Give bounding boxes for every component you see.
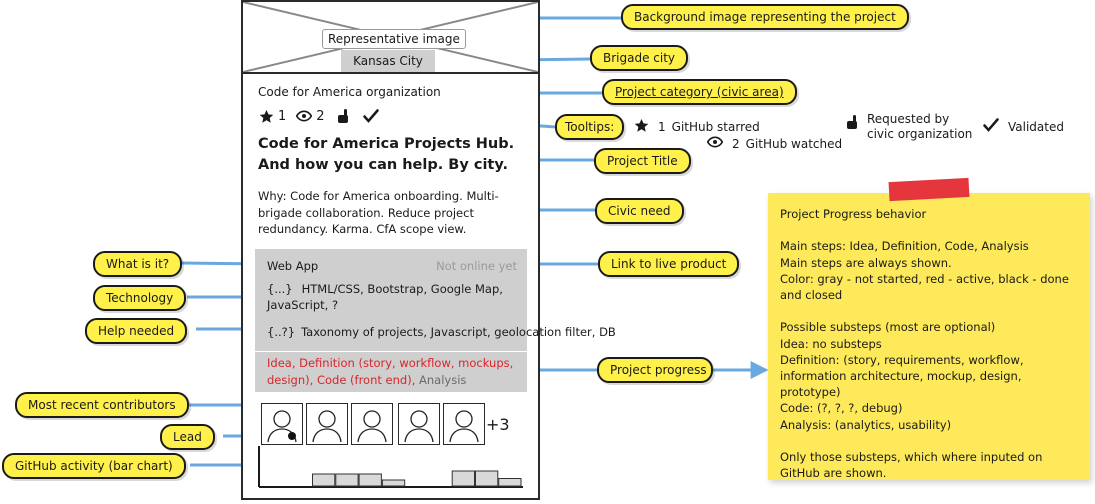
legend-validated: Validated [983, 118, 1064, 135]
avatar[interactable] [261, 403, 303, 445]
legend-watch-label: GitHub watched [745, 136, 843, 151]
activity-bar [498, 478, 522, 487]
lead-marker [288, 432, 296, 440]
callout-project-category: Project category (civic area) [602, 79, 797, 105]
avatar[interactable] [306, 403, 348, 445]
callout-live-link: Link to live product [598, 251, 740, 277]
avatar[interactable] [351, 403, 393, 445]
callout-github-activity: GitHub activity (bar chart) [2, 453, 186, 479]
project-progress[interactable]: Idea, Definition (story, workflow, mocku… [255, 352, 527, 392]
validated-check-icon[interactable] [362, 107, 379, 125]
note-substeps-code: Code: (?, ?, ?, debug) [780, 401, 903, 416]
watcher-count: 2 [316, 108, 325, 124]
avatar[interactable] [398, 403, 440, 445]
project-category[interactable]: Code for America organization [258, 85, 441, 99]
star-icon [634, 118, 649, 136]
note-footer: Only those substeps, which where inputed… [780, 450, 1043, 481]
note-substeps: Possible substeps (most are optional) [780, 320, 996, 335]
activity-bar [335, 473, 359, 487]
note-substeps-idea: Idea: no substeps [780, 336, 882, 351]
legend-starred: 1 GitHub starred [634, 118, 760, 136]
requested-hand-icon[interactable] [335, 107, 351, 125]
callout-technology: Technology [93, 285, 187, 311]
github-activity-chart [258, 446, 523, 488]
project-type: Web App [267, 259, 319, 273]
activity-bar [312, 473, 336, 487]
legend-requested: Requested by civic organization [845, 112, 972, 142]
help-tag: {..?} [267, 325, 296, 339]
technology-text: HTML/CSS, Bootstrap, Google Map, JavaScr… [267, 282, 503, 312]
note-heading: Project Progress behavior [780, 207, 927, 221]
more-contributors[interactable]: +3 [486, 415, 510, 434]
requested-hand-icon [845, 114, 859, 133]
note-substeps-analysis: Analysis: (analytics, usability) [780, 417, 952, 432]
star-icon[interactable] [258, 107, 274, 125]
star-count: 1 [278, 108, 287, 124]
legend-requested-line1: Requested by [867, 112, 950, 126]
callout-project-title: Project Title [594, 148, 691, 174]
progress-pending-steps: Analysis [419, 372, 467, 387]
note-main-steps: Main steps: Idea, Definition, Code, Anal… [780, 239, 1029, 254]
callout-lead: Lead [160, 424, 215, 450]
live-product-link[interactable]: Not online yet [436, 259, 517, 273]
legend-requested-line2: civic organization [867, 127, 973, 141]
note-main-color: Color: gray - not started, red - active,… [780, 271, 1069, 302]
technology-tag: {...} [267, 282, 293, 296]
callout-civic-need: Civic need [595, 198, 684, 224]
contributors-list [261, 403, 488, 445]
help-needed: {..?} Taxonomy of projects, Javascript, g… [267, 324, 616, 340]
callout-brigade-city: Brigade city [590, 45, 689, 71]
legend-watch-count: 2 [732, 136, 740, 151]
callout-project-progress: Project progress [597, 357, 713, 383]
project-background-image: Representative image Kansas City [243, 2, 538, 74]
legend-validated-label: Validated [1008, 119, 1064, 134]
note-main-always: Main steps are always shown. [780, 255, 952, 270]
civic-need: Why: Code for America onboarding. Multi-… [258, 189, 499, 236]
technology-list: {...}HTML/CSS, Bootstrap, Google Map, Ja… [267, 281, 517, 313]
project-title[interactable]: Code for America Projects Hub. And how y… [258, 136, 515, 173]
activity-bar [451, 470, 475, 487]
activity-bar [381, 479, 406, 487]
project-card[interactable]: Representative image Kansas City Code fo… [241, 0, 616, 500]
image-caption: Representative image [322, 29, 466, 49]
brigade-city[interactable]: Kansas City [341, 50, 435, 72]
eye-icon[interactable] [296, 107, 313, 125]
legend-star-label: GitHub starred [671, 120, 760, 134]
project-info-panel: Web App Not online yet {...}HTML/CSS, Bo… [255, 249, 616, 351]
validated-check-icon [983, 118, 999, 135]
callout-help-needed: Help needed [85, 318, 188, 344]
legend-star-count: 1 [658, 120, 666, 134]
legend-watched: 2 GitHub watched [706, 136, 843, 151]
activity-bar [358, 473, 382, 487]
help-text: Taxonomy of projects, Javascript, geoloc… [301, 325, 616, 339]
progress-active-steps: Idea, Definition (story, workflow, mocku… [267, 356, 514, 387]
activity-bar [475, 470, 499, 487]
avatar[interactable] [443, 403, 485, 445]
note-substeps-definition: Definition: (story, requirements, workfl… [780, 352, 1024, 400]
project-stats: 1 2 [258, 107, 379, 125]
callout-contributors: Most recent contributors [15, 392, 189, 418]
progress-behavior-note: Project Progress behavior Main steps: Id… [768, 193, 1090, 480]
callout-tooltips: Tooltips: [555, 114, 625, 140]
eye-icon [706, 136, 724, 151]
callout-background: Background image representing the projec… [621, 4, 909, 30]
callout-what-is-it: What is it? [93, 251, 183, 277]
